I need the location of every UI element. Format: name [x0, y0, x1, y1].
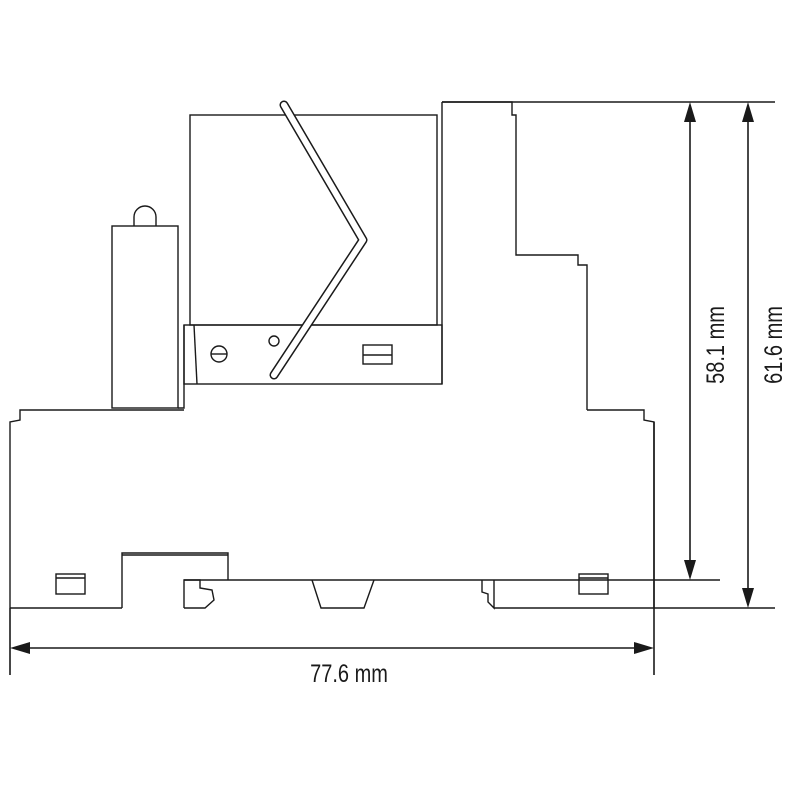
retaining-clip-lever-fill	[271, 102, 366, 378]
base-right-profile	[442, 101, 588, 410]
relay-base-plate	[183, 324, 443, 385]
terminal-block	[121, 552, 229, 608]
foot-trapezoid	[311, 579, 375, 609]
retaining-clip-lever	[269, 100, 368, 380]
base-plate-edge	[193, 324, 198, 385]
module-gap	[178, 325, 185, 409]
outer-height-label: 61.6 mm	[760, 306, 788, 384]
width-label: 77.6 mm	[310, 660, 388, 688]
clip-hook-left	[183, 579, 215, 609]
arrowhead-left	[10, 642, 30, 654]
clip-hook-right	[481, 580, 495, 610]
arrowhead-right	[634, 642, 654, 654]
indicator-module	[111, 225, 179, 409]
arrowhead-down	[742, 588, 754, 608]
base-body-outline	[9, 409, 655, 608]
slot-right	[578, 573, 609, 595]
inner-height-label: 58.1 mm	[702, 306, 730, 384]
arrowhead-up	[684, 102, 696, 122]
slot-left	[55, 573, 86, 595]
arrowhead-up	[742, 102, 754, 122]
hole-icon	[268, 335, 280, 347]
arrowhead-down	[684, 560, 696, 580]
led-icon	[133, 205, 157, 226]
relay-housing	[189, 114, 438, 326]
